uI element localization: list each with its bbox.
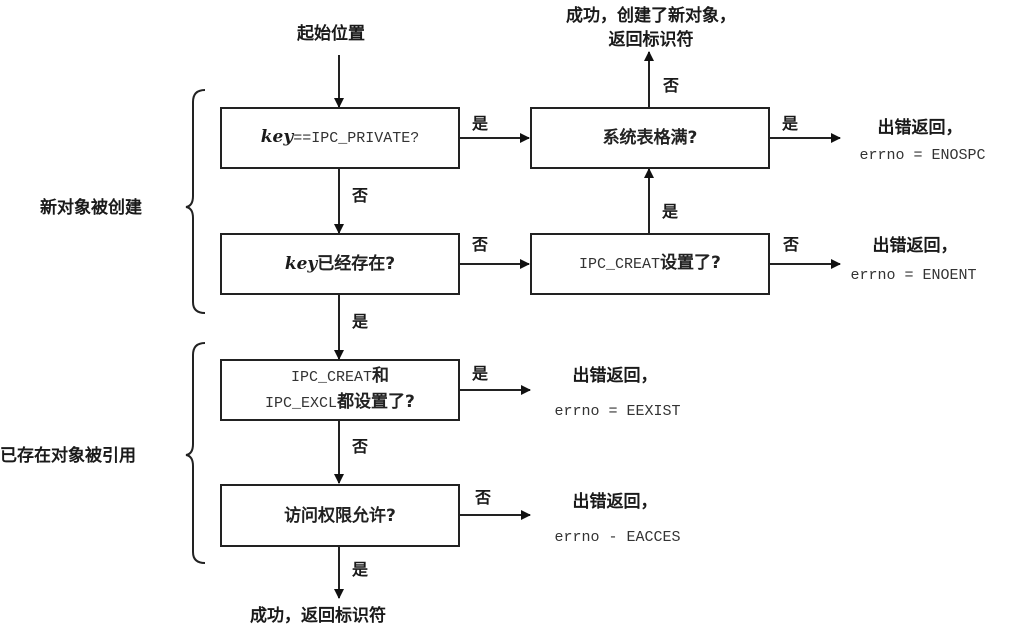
outcome-eacces-line1: 出错返回， [572, 492, 658, 512]
edge-label-n5-n6: 否 [352, 437, 369, 456]
outcome-success: 成功，返回标识符 [250, 606, 386, 626]
edge-label-n6-right: 否 [475, 488, 492, 507]
node-creat-excl-line2-text: 都设置了? [337, 392, 415, 412]
outcome-enospc-line2: errno = ENOSPC [859, 147, 986, 164]
edge-label-n4-n2: 是 [662, 202, 679, 221]
outcome-enoent-line1: 出错返回， [872, 236, 958, 256]
brace-new-object [185, 89, 206, 314]
node-key-private-text: ==IPC_PRIVATE? [293, 130, 420, 147]
node-table-full-text: 系统表格满? [602, 128, 698, 148]
node-access-allowed: 访问权限允许? [220, 484, 460, 547]
node-table-full: 系统表格满? [530, 107, 770, 169]
edge-label-n2-right: 是 [782, 114, 799, 133]
node-creat-excl-set: IPC_CREAT和 IPC_EXCL都设置了? [220, 359, 460, 421]
node-key-exists-text: 已经存在? [317, 254, 396, 274]
node-access-allowed-text: 访问权限允许? [284, 505, 396, 526]
node-creat-excl-line2-code: IPC_EXCL [265, 395, 338, 412]
group-label-new: 新对象被创建 [40, 198, 142, 218]
node-key-private: key==IPC_PRIVATE? [220, 107, 460, 169]
outcome-created-line2: 返回标识符 [608, 30, 694, 50]
edge-label-n2-up: 否 [663, 76, 680, 95]
edge-label-n5-right: 是 [472, 364, 489, 383]
node-creat-excl-line1-code: IPC_CREAT [290, 369, 372, 386]
node-creat-set: IPC_CREAT设置了? [530, 233, 770, 295]
node-key-exists: key已经存在? [220, 233, 460, 295]
edge-label-n3-n5: 是 [352, 312, 369, 331]
edge-label-n3-n4: 否 [472, 235, 489, 254]
start-label: 起始位置 [297, 24, 365, 44]
outcome-eexist-line1: 出错返回， [572, 366, 658, 386]
outcome-eacces-line2: errno - EACCES [554, 529, 681, 546]
edge-label-n1-n3: 否 [352, 186, 369, 205]
node-key-private-keyword: key [260, 127, 294, 147]
node-creat-excl-line1-text: 和 [372, 366, 389, 386]
node-creat-set-code: IPC_CREAT [579, 256, 661, 273]
edge-label-n6-down: 是 [352, 560, 369, 579]
outcome-eexist-line2: errno = EEXIST [554, 403, 681, 420]
outcome-created-line1: 成功，创建了新对象， [566, 6, 736, 26]
node-creat-set-text: 设置了? [660, 253, 721, 273]
edge-label-n4-right: 否 [783, 235, 800, 254]
group-label-existing: 已存在对象被引用 [0, 446, 136, 466]
outcome-enoent-line2: errno = ENOENT [850, 267, 977, 284]
edge-label-n1-n2: 是 [472, 114, 489, 133]
brace-existing-object [185, 342, 206, 564]
node-key-exists-keyword: key [284, 254, 318, 274]
outcome-enospc-line1: 出错返回， [877, 118, 963, 138]
